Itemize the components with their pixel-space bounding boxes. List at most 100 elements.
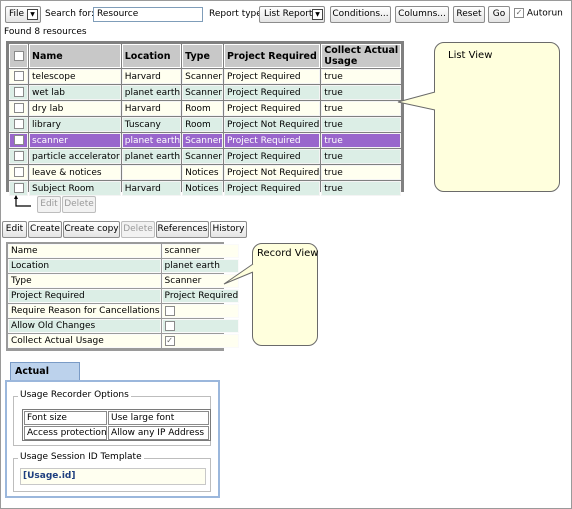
- record-field-label: Location: [8, 259, 161, 273]
- cell-project-required: Project Required: [223, 149, 321, 164]
- chevron-down-icon: ▼: [27, 9, 38, 20]
- record-row-location: Location planet earth: [8, 259, 240, 273]
- row-select-checkbox[interactable]: [9, 85, 28, 100]
- cell-name: wet lab: [29, 85, 121, 100]
- record-field-label: Name: [8, 244, 161, 258]
- row-select-checkbox[interactable]: [9, 69, 28, 84]
- cell-collect-actual-usage: true: [321, 117, 401, 132]
- row-select-checkbox[interactable]: [9, 101, 28, 116]
- column-header-location[interactable]: Location: [121, 44, 182, 68]
- cell-type: Scanner: [182, 69, 223, 84]
- record-view-callout-pointer: [223, 263, 254, 285]
- record-field-label: Collect Actual Usage: [8, 334, 161, 348]
- tab-actual-usage[interactable]: Actual Usage: [10, 362, 80, 395]
- record-create-copy-button[interactable]: Create copy: [63, 221, 120, 238]
- report-type-value: List Report: [264, 9, 313, 19]
- row-select-checkbox[interactable]: [9, 117, 28, 132]
- row-select-checkbox[interactable]: [9, 149, 28, 164]
- cell-location: planet earth: [121, 149, 182, 164]
- cell-location: Harvard: [121, 101, 182, 116]
- cell-location: [121, 165, 182, 180]
- check-icon: ✓: [514, 8, 524, 18]
- cell-name: leave & notices: [29, 165, 121, 180]
- column-header-collect-actual-usage[interactable]: Collect Actual Usage: [321, 44, 401, 68]
- font-size-value[interactable]: Use large font: [108, 411, 209, 425]
- cell-project-required: Project Required: [223, 69, 321, 84]
- row-select-checkbox[interactable]: [9, 165, 28, 180]
- cell-project-required: Project Required: [223, 85, 321, 100]
- usage-options-table: [22, 409, 211, 441]
- cell-name: particle accelerator: [29, 149, 121, 164]
- cell-type: Scanner: [182, 149, 223, 164]
- cell-location: planet earth: [121, 85, 182, 100]
- record-create-button[interactable]: Create: [28, 221, 62, 238]
- record-row-name: Name scanner: [8, 244, 240, 258]
- access-protection-value[interactable]: Allow any IP Address: [108, 426, 209, 440]
- record-location-value[interactable]: planet earth: [161, 259, 240, 273]
- cell-name: scanner: [29, 133, 121, 148]
- list-edit-button[interactable]: Edit: [37, 196, 61, 213]
- cell-project-required: Project Required: [223, 133, 321, 148]
- search-label: Search for:: [45, 9, 95, 19]
- row-select-checkbox[interactable]: [9, 133, 28, 148]
- autorun-checkbox[interactable]: ✓ Autorun: [514, 8, 563, 19]
- cell-location: Harvard: [121, 69, 182, 84]
- cell-project-required: Project Not Required: [223, 165, 321, 180]
- select-all-checkbox[interactable]: [9, 44, 28, 68]
- cell-location: Tuscany: [121, 117, 182, 132]
- record-type-value[interactable]: Scanner: [161, 274, 240, 288]
- column-header-project-required[interactable]: Project Required: [223, 44, 321, 68]
- cell-name: dry lab: [29, 101, 121, 116]
- font-size-label: Font size: [24, 411, 107, 425]
- usage-session-id-legend: Usage Session ID Template: [18, 452, 144, 462]
- chevron-down-icon: ▼: [312, 9, 323, 20]
- report-type-select[interactable]: List Report ▼: [259, 6, 325, 23]
- list-delete-button[interactable]: Delete: [62, 196, 96, 213]
- cell-collect-actual-usage: true: [321, 149, 401, 164]
- row-select-checkbox[interactable]: [9, 181, 28, 196]
- cell-collect-actual-usage: true: [321, 85, 401, 100]
- cell-type: Scanner: [182, 133, 223, 148]
- cell-type: Room: [182, 117, 223, 132]
- record-row-collect-actual-usage: Collect Actual Usage ✓: [8, 334, 240, 348]
- cell-location: planet earth: [121, 133, 182, 148]
- require-reason-checkbox[interactable]: [164, 305, 175, 316]
- access-protection-label: Access protection: [24, 426, 107, 440]
- record-history-button[interactable]: History: [210, 221, 247, 238]
- go-button[interactable]: Go: [488, 6, 510, 23]
- record-edit-button[interactable]: Edit: [2, 221, 27, 238]
- column-header-type[interactable]: Type: [182, 44, 223, 68]
- cell-location: Harvard: [121, 181, 182, 196]
- columns-button[interactable]: Columns...: [395, 6, 449, 23]
- conditions-button[interactable]: Conditions...: [330, 6, 391, 23]
- column-header-name[interactable]: Name: [29, 44, 121, 68]
- allow-old-changes-checkbox[interactable]: [164, 320, 175, 331]
- record-name-value[interactable]: scanner: [161, 244, 240, 258]
- record-row-allow-old-changes: Allow Old Changes: [8, 319, 240, 333]
- search-input[interactable]: Resource: [93, 7, 203, 22]
- record-references-button[interactable]: References: [156, 221, 209, 238]
- cell-collect-actual-usage: true: [321, 101, 401, 116]
- file-menu-label: File: [9, 9, 25, 19]
- collect-actual-usage-checkbox[interactable]: ✓: [164, 335, 175, 346]
- record-delete-button[interactable]: Delete: [121, 221, 155, 238]
- usage-session-id-input[interactable]: [Usage.id]: [20, 468, 206, 485]
- file-menu-button[interactable]: File ▼: [5, 6, 41, 23]
- record-detail-table: Name scanner Location planet earth Type …: [6, 242, 240, 351]
- cell-collect-actual-usage: true: [321, 165, 401, 180]
- cell-type: Room: [182, 101, 223, 116]
- record-row-type: Type Scanner: [8, 274, 240, 288]
- reset-button[interactable]: Reset: [453, 6, 485, 23]
- record-project-required-value[interactable]: Project Required: [161, 289, 240, 303]
- record-row-project-required: Project Required Project Required: [8, 289, 240, 303]
- record-row-require-reason: Require Reason for Cancellations: [8, 304, 240, 318]
- cell-name: telescope: [29, 69, 121, 84]
